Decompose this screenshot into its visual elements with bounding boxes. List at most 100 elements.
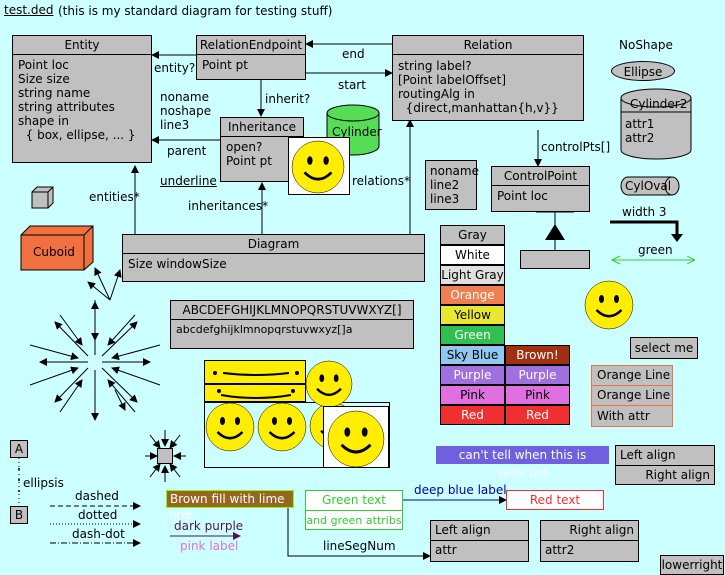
- cyloval-label: CylOval: [625, 179, 672, 193]
- relation-attrs: string label? [Point labelOffset] routin…: [398, 59, 559, 115]
- underline-label: underline: [160, 174, 217, 188]
- cuboid-graphic: [20, 225, 94, 271]
- empty-box[interactable]: [520, 250, 590, 269]
- color-cell-left-6[interactable]: Sky Blue: [440, 345, 505, 365]
- align-box-2-title: Left align: [431, 521, 528, 541]
- smiley-flat-2-icon: [217, 389, 295, 399]
- align-box-1[interactable]: Left align Right align: [615, 445, 715, 485]
- end-label: end: [342, 47, 365, 61]
- dotted-label: dotted: [78, 508, 118, 522]
- cyloval-shape[interactable]: CylOval: [620, 176, 680, 196]
- entity-attrs: Point loc Size size string name string a…: [18, 58, 136, 142]
- width3-label: width 3: [622, 205, 667, 219]
- red-text-box[interactable]: Red text: [506, 490, 604, 510]
- box-b[interactable]: B: [10, 506, 28, 524]
- diagram-box[interactable]: Diagram Size windowSize: [122, 234, 425, 282]
- green-text-box[interactable]: Green text and green attribs: [305, 490, 403, 530]
- color-cell-left-2[interactable]: Light Gray: [440, 265, 505, 285]
- dash-dot-label: dash-dot: [72, 527, 125, 541]
- smiley-face-icon: [257, 403, 307, 452]
- inherit-q-label: inherit?: [265, 92, 311, 106]
- alphabet-upper: ABCDEFGHIJKLMNOPQRSTUVWXYZ[]: [171, 301, 413, 320]
- alphabet-lower: abcdefghijklmnopqrstuvwxyz[]a: [176, 323, 353, 336]
- color-cell-left-9[interactable]: Red: [440, 405, 505, 425]
- align-box-3[interactable]: Right align attr2: [540, 520, 639, 562]
- entity-q-label: entity?: [154, 61, 196, 75]
- color-cell-right-1[interactable]: Purple: [505, 365, 570, 385]
- relation-endpoint-box[interactable]: RelationEndpoint Point pt: [196, 35, 306, 80]
- green-text-attrs: and green attribs: [306, 514, 402, 527]
- control-point-attrs: Point loc: [497, 189, 548, 203]
- smiley-face-icon: [584, 280, 634, 330]
- cuboid-shape[interactable]: Cuboid: [20, 225, 94, 271]
- orange-line-box[interactable]: Orange Line Orange Line With attr: [591, 365, 673, 427]
- align-box-1-left: Left align: [616, 446, 714, 466]
- color-cell-left-3[interactable]: Orange: [440, 285, 505, 305]
- smiley-face-icon: [205, 403, 255, 452]
- smiley-strip-2[interactable]: [204, 384, 306, 402]
- control-pts-label: controlPts[]: [541, 140, 611, 154]
- ellipsis-label: ellipsis: [23, 476, 64, 490]
- box-a[interactable]: A: [10, 440, 28, 458]
- cylinder2-graphic: [620, 88, 692, 160]
- color-cell-left-5[interactable]: Green: [440, 325, 505, 345]
- small-cube-icon[interactable]: [31, 186, 55, 210]
- smiley-box-bottom[interactable]: [323, 406, 389, 468]
- smiley-top-right[interactable]: [305, 360, 355, 408]
- inheritance-attrs: open? Point pt: [226, 140, 272, 168]
- orange-line-2: Orange Line: [592, 386, 672, 406]
- align-box-1-right: Right align: [645, 468, 710, 482]
- color-cell-right-2[interactable]: Pink: [505, 385, 570, 405]
- cylinder2-attrs: attr1 attr2: [625, 117, 655, 145]
- ellipse-shape[interactable]: Ellipse: [611, 61, 675, 81]
- control-point-title: ControlPoint: [492, 167, 589, 186]
- smiley-face-icon: [291, 140, 345, 194]
- noshape-label[interactable]: NoShape: [619, 38, 673, 52]
- align-box-3-title: Right align: [541, 521, 638, 541]
- entities-label: entities*: [89, 190, 140, 204]
- diagram-title: Diagram: [123, 235, 424, 254]
- relation-endpoint-title: RelationEndpoint: [197, 36, 305, 55]
- diagram-attrs: Size windowSize: [128, 257, 227, 271]
- color-cell-left-7[interactable]: Purple: [440, 365, 505, 385]
- cant-tell-box[interactable]: can't tell when this is selected: [436, 446, 609, 480]
- parent-label: parent: [167, 144, 207, 158]
- relations-label: relations*: [352, 174, 410, 188]
- green-label: green: [638, 243, 673, 257]
- file-name[interactable]: test.ded: [4, 3, 54, 17]
- green-text-title: Green text: [306, 491, 402, 511]
- color-cell-left-1[interactable]: White: [440, 245, 505, 265]
- color-cell-right-3[interactable]: Red: [505, 405, 570, 425]
- color-cell-right-0[interactable]: Brown!: [505, 345, 570, 365]
- relation-box[interactable]: Relation string label? [Point labelOffse…: [392, 35, 584, 121]
- noname-stack-label: noname noshape line3: [160, 90, 212, 132]
- select-me-box[interactable]: select me: [630, 337, 698, 359]
- brown-fill-box[interactable]: Brown fill with lime line: [166, 490, 294, 522]
- cylinder2-shape[interactable]: Cylinder2 attr1 attr2: [620, 88, 692, 160]
- entity-box[interactable]: Entity Point loc Size size string name s…: [12, 35, 152, 163]
- control-point-box[interactable]: ControlPoint Point loc: [491, 166, 590, 212]
- diagram-description: (this is my standard diagram for testing…: [58, 4, 333, 18]
- noname-box[interactable]: noname line2 line3: [425, 160, 479, 210]
- smiley-box-top[interactable]: [288, 137, 350, 195]
- small-target-box[interactable]: [157, 448, 173, 464]
- line-seg-num-label: lineSegNum: [323, 539, 396, 553]
- relation-title: Relation: [393, 36, 583, 55]
- color-cell-left-8[interactable]: Pink: [440, 385, 505, 405]
- orange-line-attr: With attr: [597, 409, 650, 423]
- orange-line-1: Orange Line: [592, 366, 672, 386]
- lowerright-box[interactable]: lowerright: [660, 555, 724, 575]
- relation-endpoint-attrs: Point pt: [202, 58, 248, 72]
- align-box-2-attr: attr: [435, 543, 457, 557]
- color-cell-left-4[interactable]: Yellow: [440, 305, 505, 325]
- smiley-flat-1-icon: [213, 371, 299, 376]
- align-box-2[interactable]: Left align attr: [430, 520, 529, 562]
- color-cell-left-0[interactable]: Gray: [440, 225, 505, 245]
- align-box-3-attr: attr2: [545, 543, 575, 557]
- inheritances-label: inheritances*: [188, 199, 269, 213]
- alphabet-box[interactable]: ABCDEFGHIJKLMNOPQRSTUVWXYZ[] abcdefghijk…: [170, 300, 414, 349]
- entity-title: Entity: [13, 36, 151, 55]
- smiley-face-icon: [327, 410, 385, 468]
- smiley-strip-1[interactable]: [204, 360, 306, 384]
